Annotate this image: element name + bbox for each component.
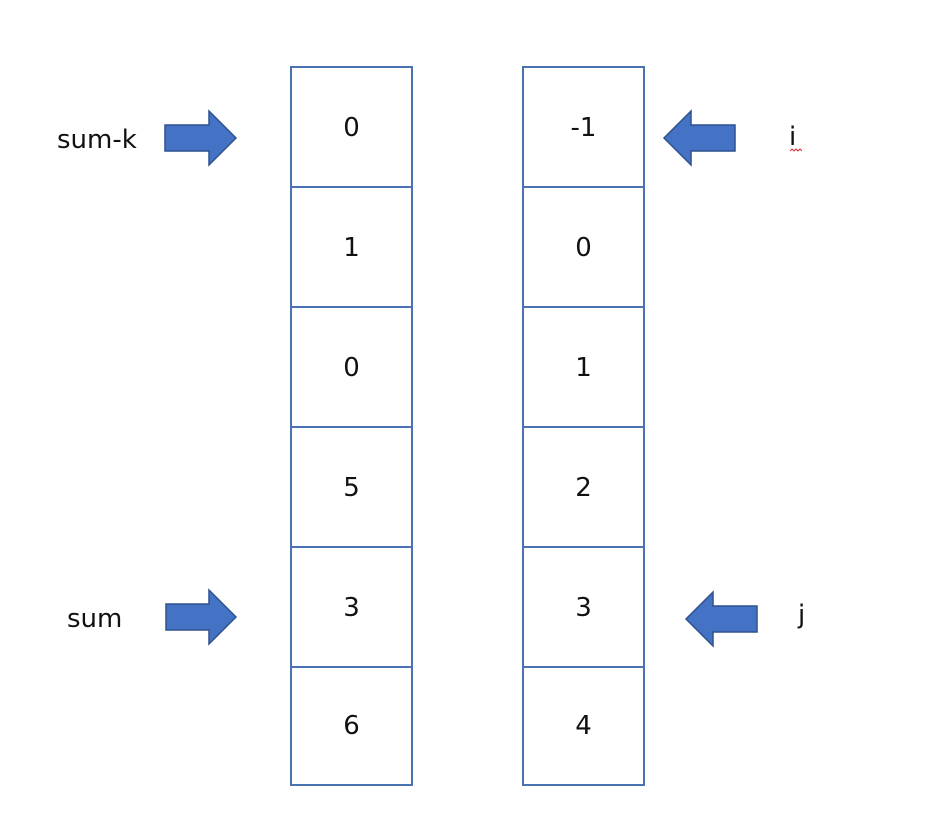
spellcheck-squiggle-icon [790, 148, 802, 152]
sum-arrow-icon [165, 588, 238, 646]
index-cell-4: 3 [524, 546, 643, 668]
prefix-sum-cell-5: 6 [292, 666, 411, 784]
index-cell-1: 0 [524, 186, 643, 308]
index-cell-3: 2 [524, 426, 643, 548]
prefix-sum-cell-0: 0 [343, 113, 360, 143]
sum-label: sum [67, 604, 123, 634]
sum-minus-k-label: sum-k [57, 125, 137, 155]
prefix-sum-cell-2: 0 [292, 306, 411, 428]
sum-minus-k-arrow-icon [164, 109, 238, 167]
index-cell-0: -1 [570, 113, 597, 143]
prefix-sum-cell-1: 1 [292, 186, 411, 308]
i-arrow-icon [662, 109, 736, 167]
prefix-sum-column: 0 1 0 5 3 6 [290, 66, 413, 786]
index-cell-5: 4 [524, 666, 643, 784]
prefix-sum-cell-4: 3 [292, 546, 411, 668]
index-column: -1 0 1 2 3 4 [522, 66, 645, 786]
index-cell-2: 1 [524, 306, 643, 428]
j-arrow-icon [684, 590, 758, 648]
i-label: i [789, 122, 797, 152]
j-label: j [798, 600, 806, 630]
prefix-sum-cell-3: 5 [292, 426, 411, 548]
